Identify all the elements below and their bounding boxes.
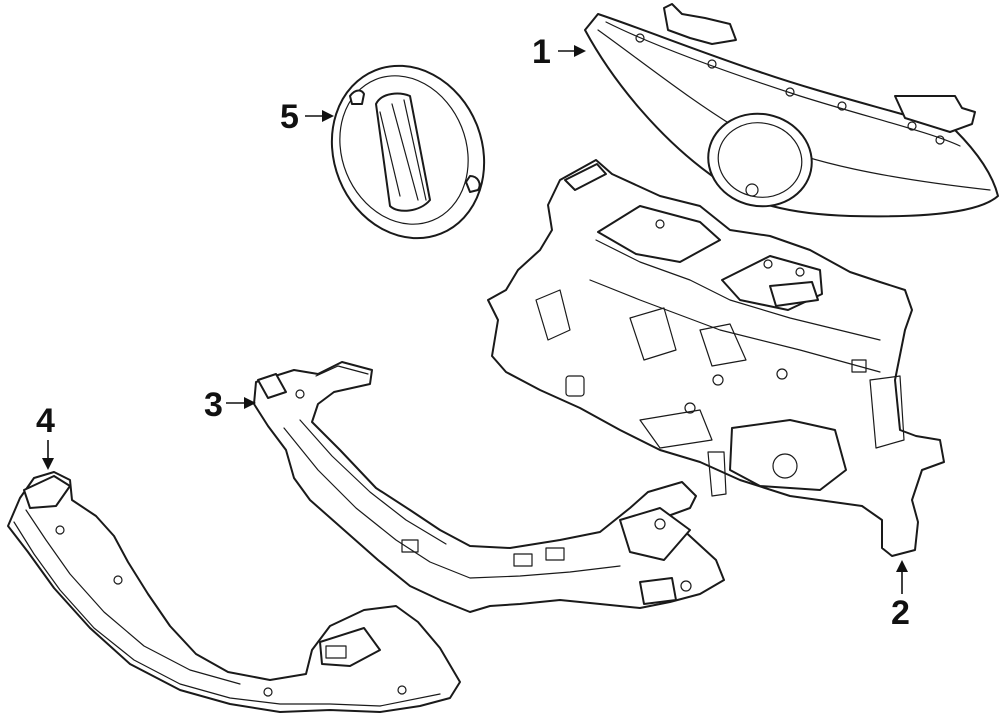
part-2-radiator-support[interactable] (487, 159, 945, 557)
callout-3: 3 (204, 386, 256, 424)
callout-5-number: 5 (280, 98, 299, 136)
part-4-lower-support[interactable] (7, 471, 461, 713)
callout-4: 4 (36, 402, 55, 470)
callout-5: 5 (280, 98, 334, 136)
callout-2: 2 (891, 560, 910, 632)
callout-1-number: 1 (532, 33, 551, 71)
part-5-emblem[interactable] (306, 43, 509, 262)
callout-3-number: 3 (204, 386, 223, 424)
part-3-reinforcement[interactable] (253, 361, 725, 613)
callout-1: 1 (532, 33, 586, 71)
callout-4-number: 4 (36, 402, 55, 440)
part-1-grille[interactable] (584, 3, 999, 218)
callout-2-number: 2 (891, 594, 910, 632)
